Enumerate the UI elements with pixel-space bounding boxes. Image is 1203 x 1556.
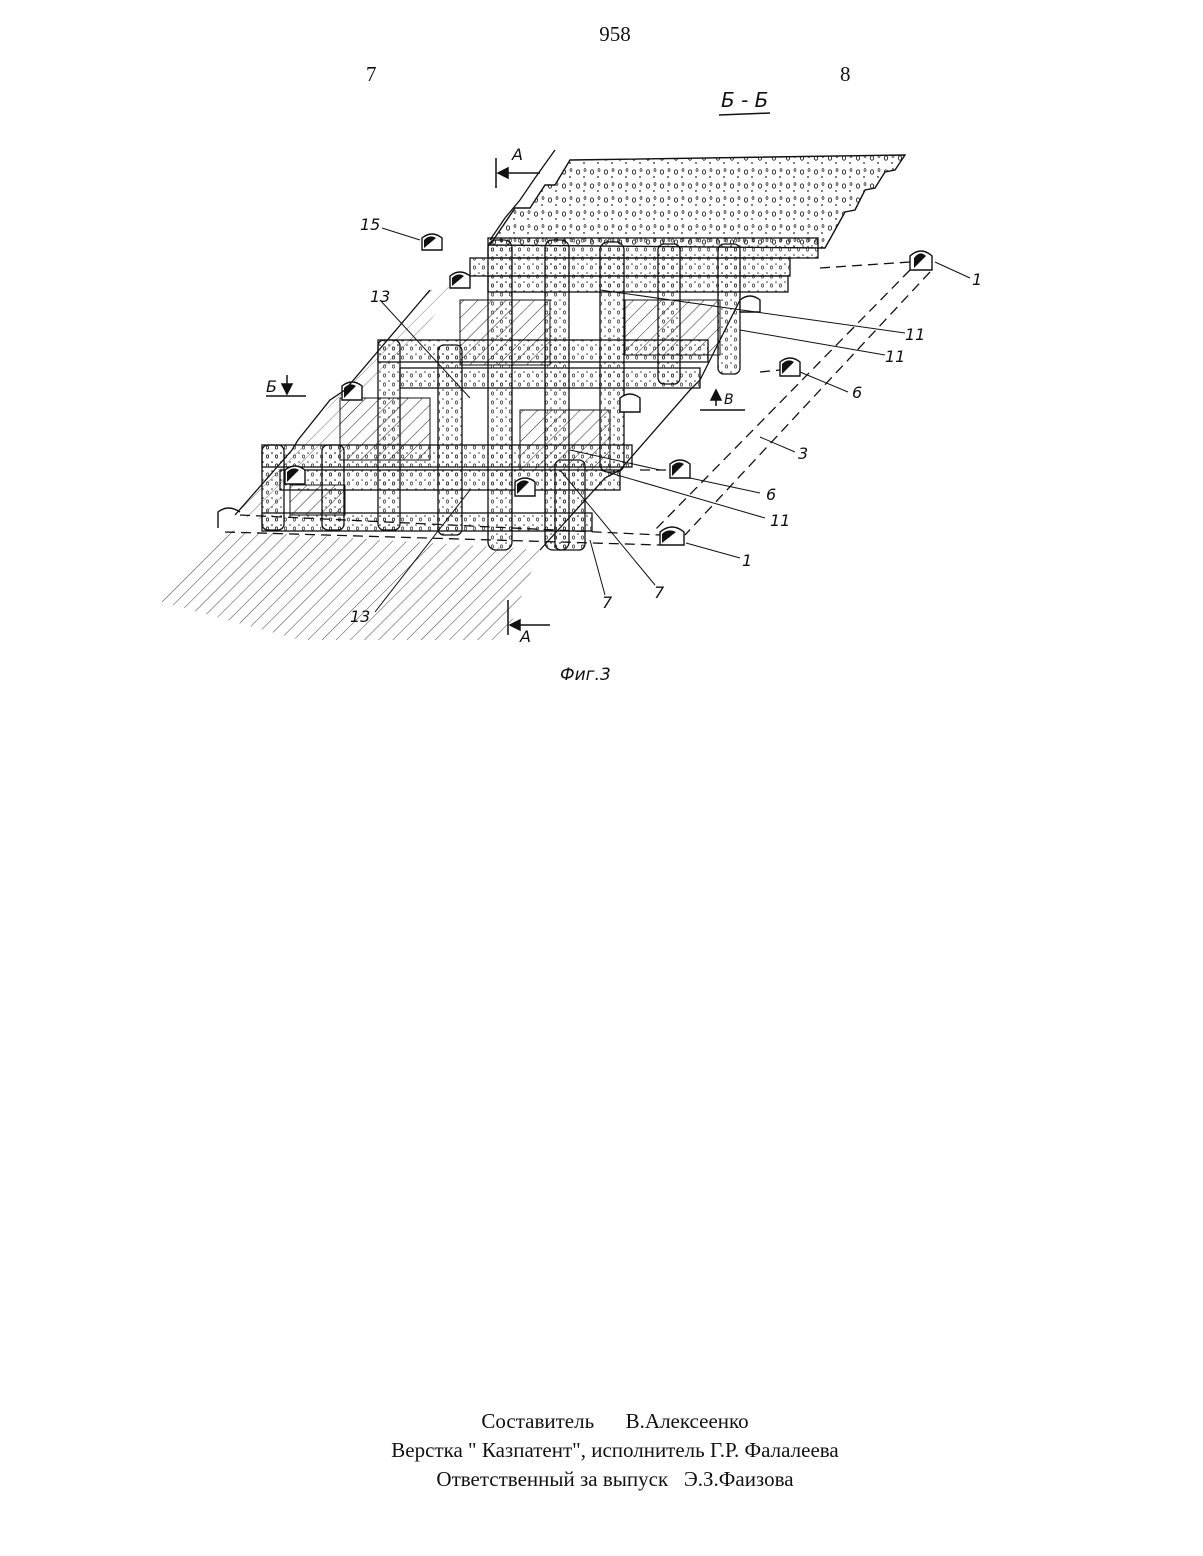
footer-responsible-line: Ответственный за выпуск Э.З.Фаизова (0, 1465, 1203, 1494)
section-label: Б - Б (721, 88, 768, 112)
figure-caption: Фиг.3 (560, 665, 611, 685)
section-marker-V (700, 390, 745, 410)
section-marker-label-V: В (724, 392, 734, 408)
footer-credits: Составитель В.Алексеенко Верстка " Казпа… (0, 1407, 1203, 1494)
callout-15: 15 (360, 215, 380, 234)
drawing-svg: Б - Б (150, 85, 1010, 705)
vertical-pillars (262, 240, 740, 550)
section-marker-label-B: Б (266, 377, 277, 396)
callout-6-a: 6 (852, 383, 862, 402)
callout-7-a: 7 (602, 593, 613, 612)
technical-drawing-figure: Б - Б (150, 85, 1010, 705)
callout-13-bottom: 13 (350, 607, 370, 626)
section-marker-label-A-bottom: A (519, 627, 531, 646)
section-label-underline (719, 113, 770, 115)
section-marker-label-A-top: A (511, 145, 523, 164)
host-rock-lower (155, 530, 540, 640)
footer-compiler-line: Составитель В.Алексеенко (0, 1407, 1203, 1436)
footer-layout-line: Верстка " Казпатент", исполнитель Г.Р. Ф… (0, 1436, 1203, 1465)
callout-7-b: 7 (654, 583, 665, 602)
callout-1-top: 1 (972, 270, 982, 289)
page-number: 958 (0, 22, 1203, 47)
column-number-right: 8 (840, 62, 851, 87)
callout-13-top: 13 (370, 287, 390, 306)
callout-6-b: 6 (766, 485, 776, 504)
callout-11-a: 11 (905, 325, 925, 344)
ore-body-top (490, 155, 905, 248)
callout-11-c: 11 (770, 511, 790, 530)
callout-11-b: 11 (885, 347, 905, 366)
callout-3: 3 (798, 444, 808, 463)
column-number-left: 7 (366, 62, 377, 87)
callout-1-bottom: 1 (742, 551, 752, 570)
